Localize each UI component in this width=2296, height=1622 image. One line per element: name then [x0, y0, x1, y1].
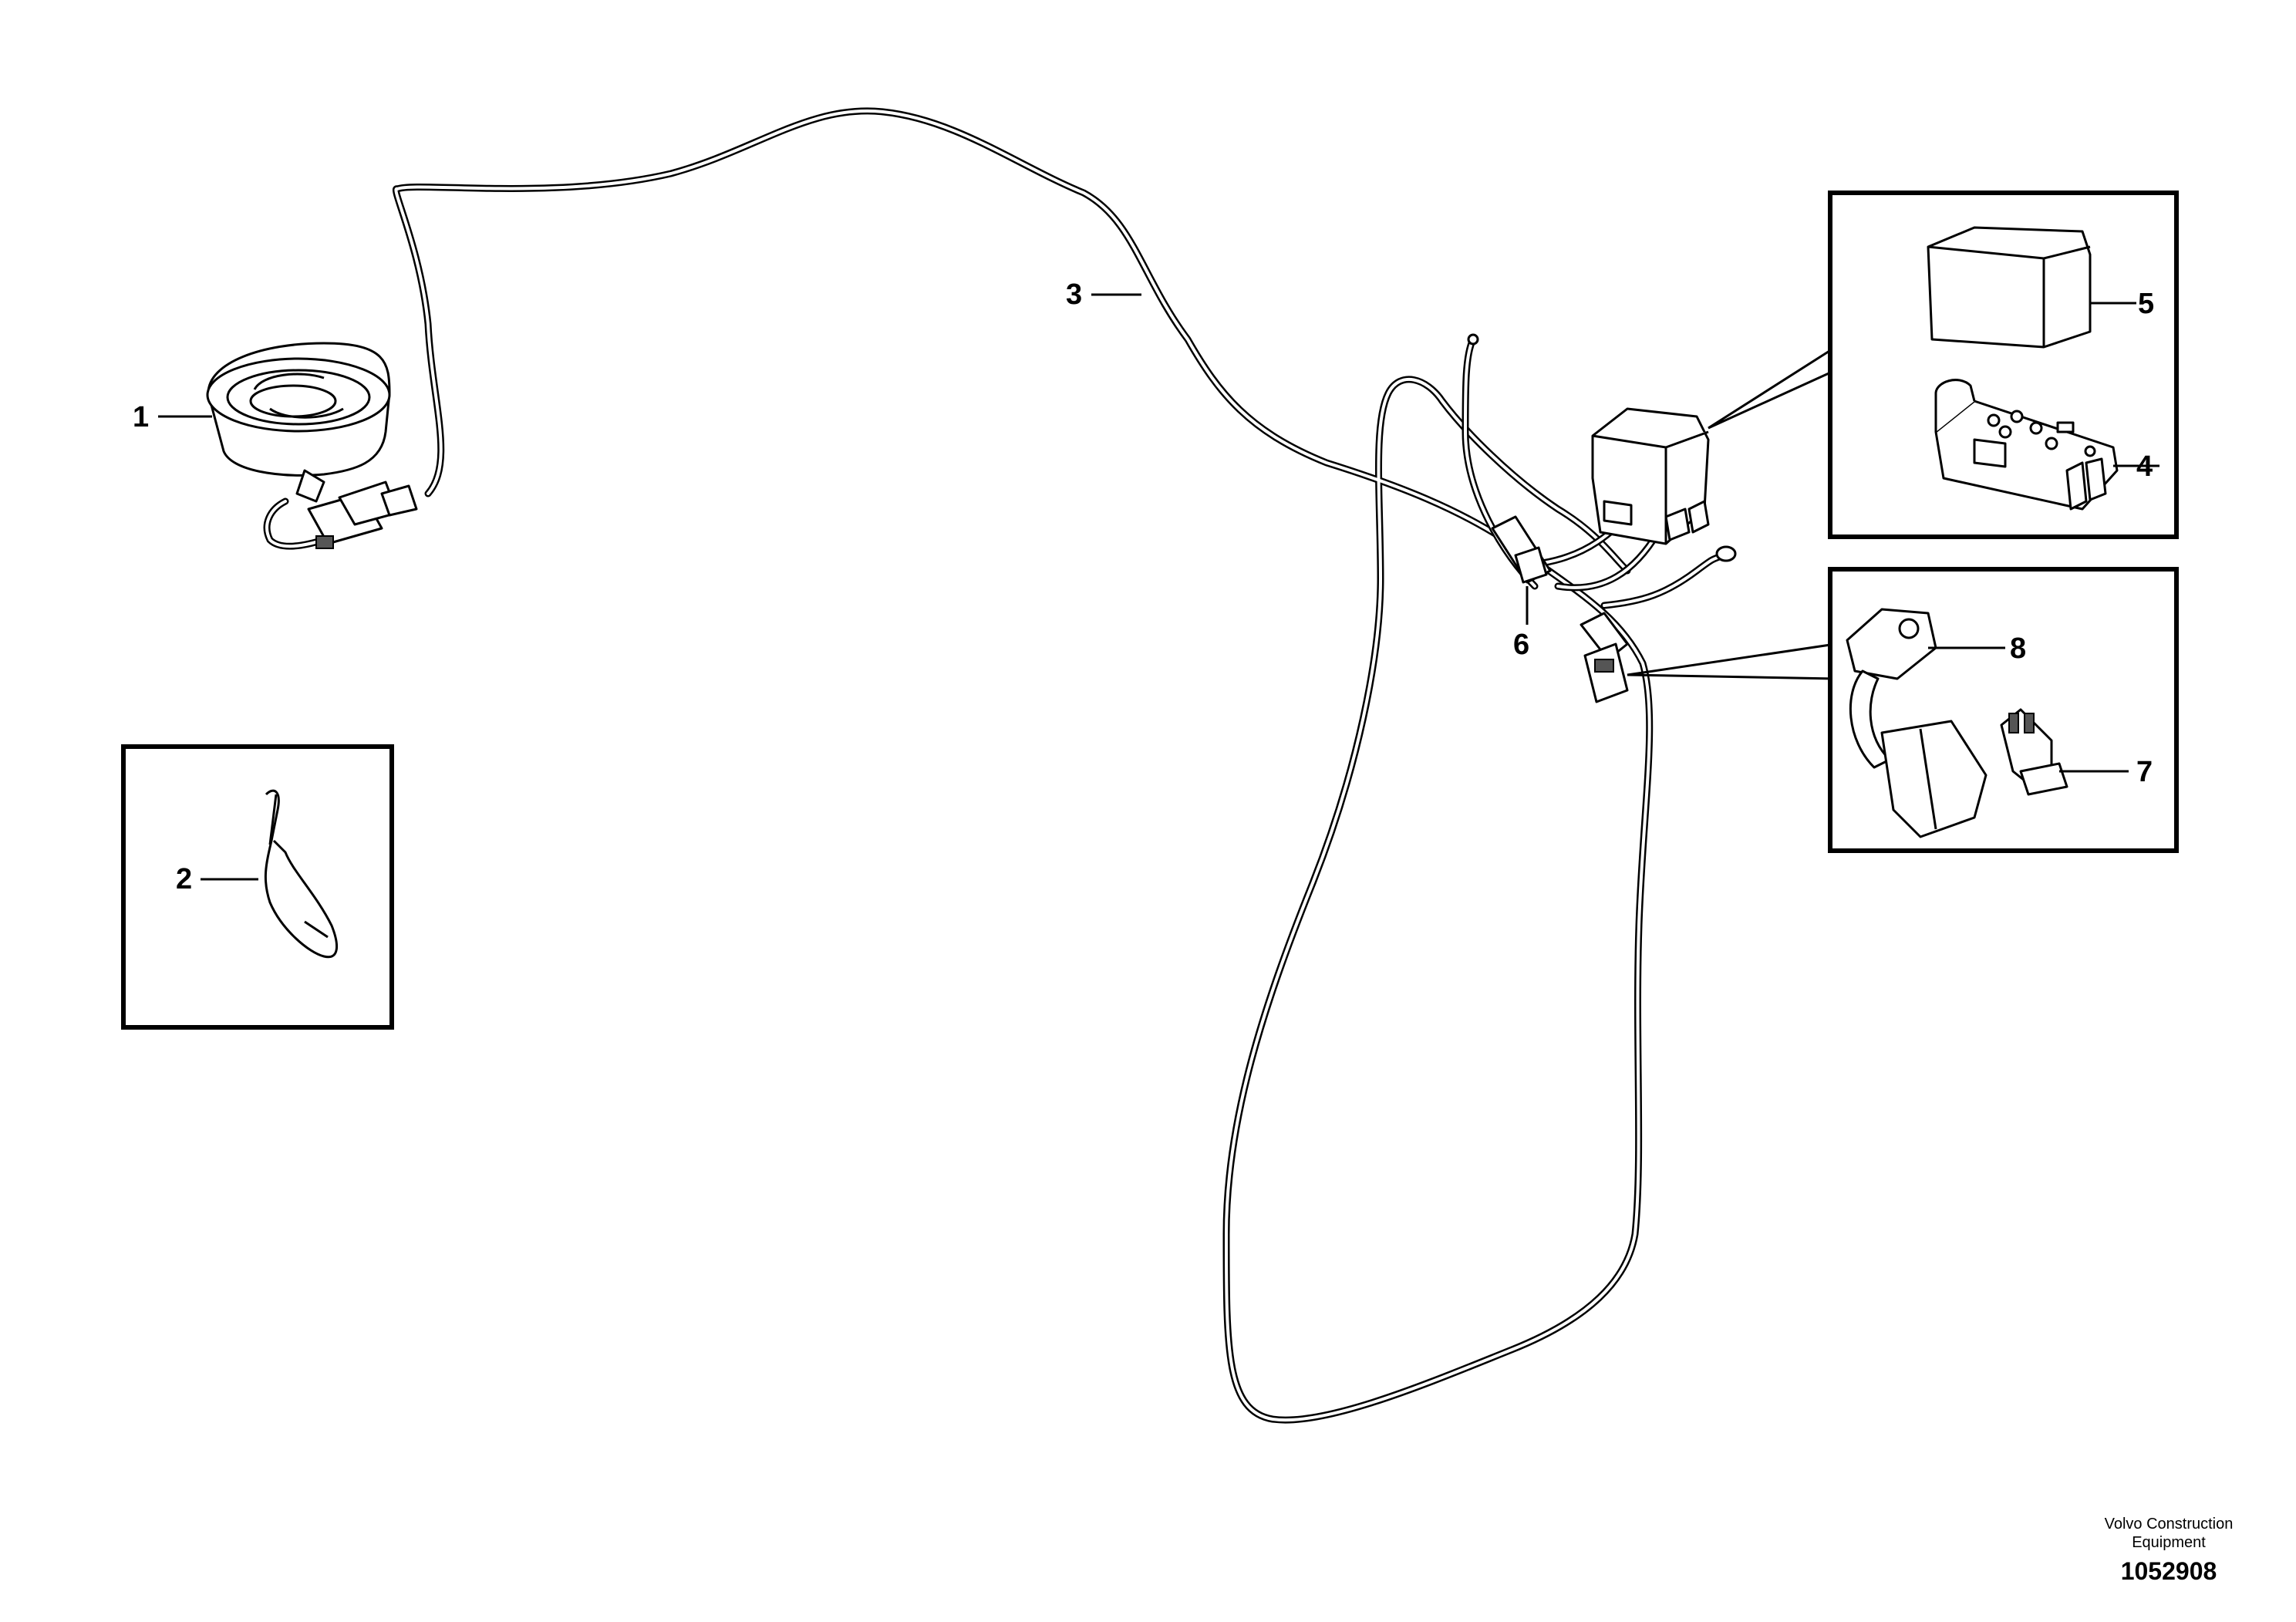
detail-box-connector [1627, 567, 2179, 853]
footer-block: Volvo Construction Equipment 1052908 [2105, 1516, 2234, 1585]
callout-1: 1 [133, 401, 149, 433]
callout-2: 2 [176, 863, 192, 895]
relay-cover-part-5 [1927, 226, 2092, 349]
callout-4: 4 [2136, 450, 2153, 483]
callout-6: 6 [1513, 629, 1529, 661]
terminal-part-7 [2000, 708, 2068, 796]
callout-3: 3 [1066, 278, 1082, 311]
relay-base-part-4 [1934, 379, 2119, 511]
footer-company-line1: Volvo Construction [2105, 1516, 2234, 1533]
callout-8: 8 [2010, 632, 2026, 665]
ring-sensor-part-1 [206, 342, 418, 549]
footer-company-line2: Equipment [2132, 1534, 2206, 1551]
detail-box-cable-tie [121, 744, 394, 1030]
callout-leaders [158, 293, 2159, 881]
callout-7: 7 [2136, 756, 2153, 788]
cable-tie-part-2 [264, 789, 339, 959]
callout-5: 5 [2138, 288, 2154, 320]
drawing-number: 1052908 [2121, 1557, 2217, 1585]
harness-connector-part-8-assembly [1580, 612, 1629, 703]
detail-box-relay [1708, 191, 2179, 539]
harness-connector-part-6 [1491, 515, 1552, 584]
relay-assembly [1591, 407, 1710, 545]
connector-housing-part-8 [1846, 608, 1988, 838]
cable-harness [263, 107, 1737, 1424]
